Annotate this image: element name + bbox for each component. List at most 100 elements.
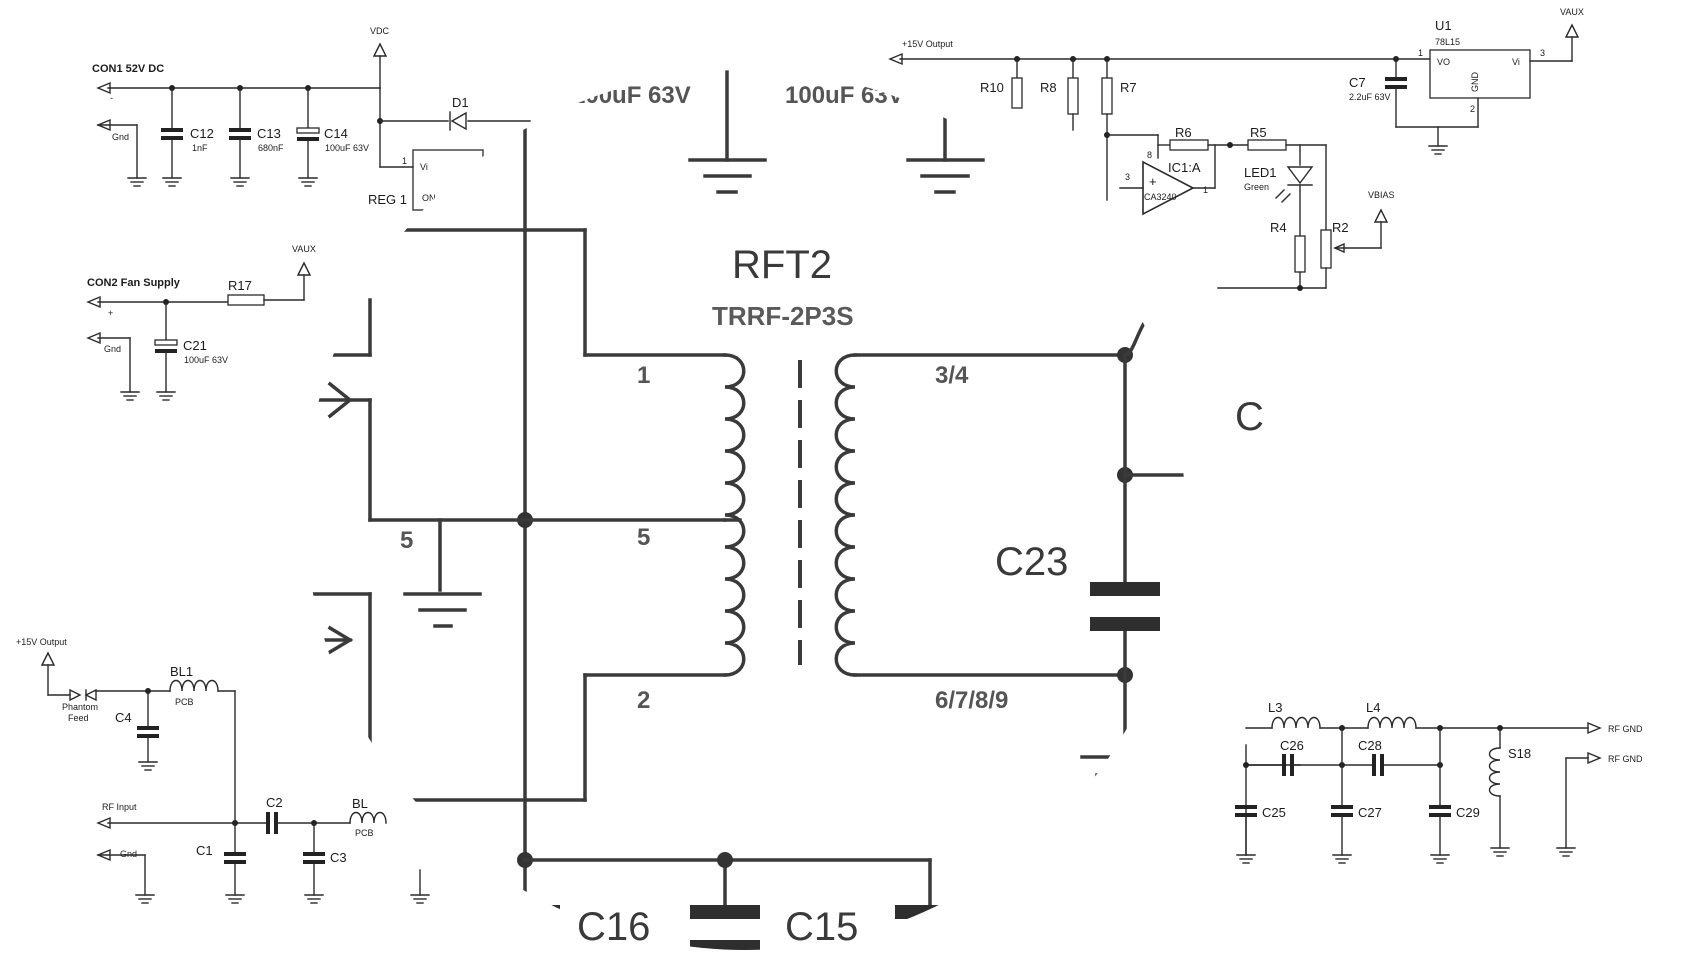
c15-label: C15 [785, 905, 858, 949]
u1-vo: VO [1437, 57, 1450, 67]
vaux-top-label: VAUX [1560, 7, 1584, 17]
s18-inductor-icon [1488, 747, 1501, 797]
pin6789-label: 6/7/8/9 [935, 687, 1008, 714]
c12-label: C12 [190, 126, 214, 141]
rft2-part-label: TRRF-2P3S [712, 301, 854, 331]
gnd-label-1: Gnd [112, 132, 129, 142]
rft2-secondary-coil-icon [834, 353, 857, 677]
vbias-arrow-icon [1373, 208, 1389, 223]
l3-label: L3 [1268, 700, 1282, 715]
d1-label: D1 [452, 95, 469, 110]
r10-label: R10 [980, 80, 1004, 95]
bl2-inductor-icon [349, 811, 387, 824]
top-cap-1-value: 100uF 63V [572, 82, 691, 109]
phantom-label-1: Phantom [62, 702, 98, 712]
l3-inductor-icon [1271, 716, 1321, 729]
ic1-plus: + [1149, 174, 1157, 189]
c29-label: C29 [1456, 805, 1480, 820]
l4-label: L4 [1366, 700, 1380, 715]
u1-label: U1 [1435, 18, 1452, 33]
c4-label: C4 [115, 710, 132, 725]
c-right-label: C [1235, 395, 1264, 439]
c23-label: C23 [995, 540, 1068, 584]
gnd-label-3: Gnd [120, 849, 137, 859]
reg1-label: REG 1 [368, 192, 407, 207]
r8-label: R8 [1040, 80, 1057, 95]
ic1-pin1: 1 [1203, 185, 1208, 195]
pin34-label: 3/4 [935, 362, 969, 389]
led1-icon [1286, 166, 1314, 185]
u1-pin2: 2 [1470, 104, 1475, 114]
c12-value: 1nF [192, 143, 208, 153]
c2-label: C2 [266, 795, 283, 810]
pin1-label: 1 [637, 362, 650, 389]
r4-label: R4 [1270, 220, 1287, 235]
vaux-top-arrow-icon [1564, 23, 1580, 38]
ic1-pin3: 3 [1125, 172, 1130, 182]
c16-label: C16 [577, 905, 650, 949]
ic1-pin8: 8 [1147, 150, 1152, 160]
rf-output-filter-section: L3 L4 RF GND RF GND C26 C28 C25 [1235, 700, 1643, 864]
out15-left-arrow-icon [40, 651, 56, 666]
vaux-fan-label: VAUX [292, 244, 316, 254]
r17-label: R17 [228, 278, 252, 293]
rf-input-label: RF Input [102, 802, 137, 812]
u1-pin1: 1 [1418, 48, 1423, 58]
c3-label: C3 [330, 850, 347, 865]
reg1-on: ON [422, 193, 436, 203]
rf-gnd-2-label: RF GND [1608, 754, 1643, 764]
u1-gnd: GND [1470, 72, 1480, 93]
u1-value: 78L15 [1435, 37, 1460, 47]
rft2-label: RFT2 [732, 243, 832, 287]
con2-label: CON2 Fan Supply [87, 277, 181, 289]
c25-label: C25 [1262, 805, 1286, 820]
r7-label: R7 [1120, 80, 1137, 95]
rf-input-section: +15V Output Phantom Feed C4 BL1 PCB RF I… [16, 637, 430, 904]
ic1-value: CA3240 [1144, 192, 1177, 202]
ic1-label: IC1:A [1168, 160, 1201, 175]
top-cap-2-value: 100uF 63V [785, 82, 904, 109]
bl2-value: PCB [355, 828, 374, 838]
phantom-label-2: Feed [68, 713, 89, 723]
reg1-vi: Vi [420, 162, 428, 172]
out15-left-label: +15V Output [16, 637, 67, 647]
c26-label: C26 [1280, 738, 1304, 753]
c7-value: 2.2uF 63V [1349, 92, 1391, 102]
bl1-label: BL1 [170, 664, 193, 679]
c1-label: C1 [196, 843, 213, 858]
c28-label: C28 [1358, 738, 1382, 753]
vbias-label: VBIAS [1368, 190, 1395, 200]
r6-label: R6 [1175, 125, 1192, 140]
c7-label: C7 [1349, 75, 1366, 90]
s18-label: S18 [1508, 746, 1531, 761]
bl1-value: PCB [175, 697, 194, 707]
vdc-arrow-icon [372, 42, 388, 57]
top-cap-1-label: C11 [790, 41, 833, 68]
r2-label: R2 [1332, 220, 1349, 235]
led1-value: Green [1244, 182, 1269, 192]
con1-label: CON1 52V DC [92, 63, 164, 75]
rft2-primary-coil-icon [723, 353, 746, 677]
r5-label: R5 [1250, 125, 1267, 140]
c21-value: 100uF 63V [184, 355, 228, 365]
l4-inductor-icon [1367, 716, 1417, 729]
con2-fan-section: CON2 Fan Supply + R17 VAUX C21 100uF 63V… [86, 244, 316, 401]
u1-vi: Vi [1512, 57, 1520, 67]
d1-diode-icon [450, 111, 467, 131]
pin2-label: 2 [637, 687, 650, 714]
c21-label: C21 [183, 338, 207, 353]
vaux-fan-arrow-icon [296, 261, 312, 276]
out15-top-label: +15V Output [902, 39, 953, 49]
c13-label: C13 [257, 126, 281, 141]
bl2-label: BL [352, 796, 368, 811]
c14-value: 100uF 63V [325, 143, 369, 153]
reg1-pin: 1 [402, 156, 407, 166]
vdc-label: VDC [370, 26, 390, 36]
led1-label: LED1 [1244, 165, 1277, 180]
magnified-view: 100uF 63V 100uF 63V C11 [305, 41, 1264, 950]
c14-label: C14 [324, 126, 348, 141]
c27-label: C27 [1358, 805, 1382, 820]
pin5b-label: 5 [400, 527, 413, 554]
con2-plus-label: + [108, 308, 113, 318]
